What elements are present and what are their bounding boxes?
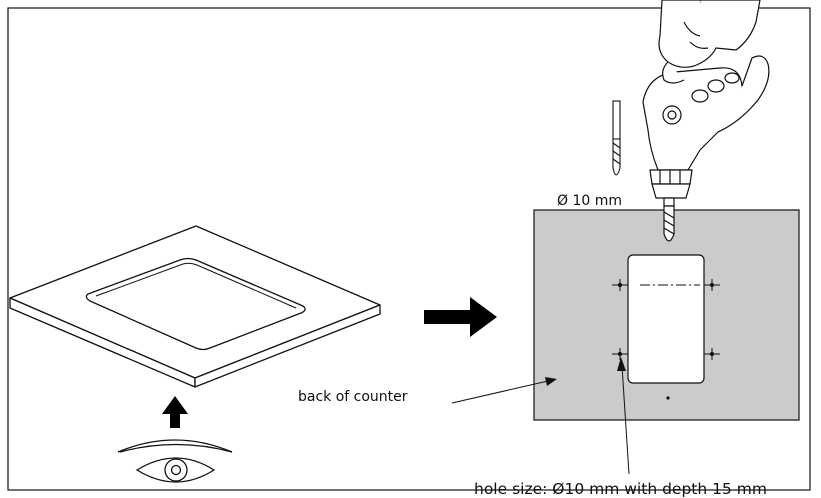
hole-size-label: hole size: Ø10 mm with depth 15 mm bbox=[474, 480, 767, 498]
hand-icon bbox=[658, 0, 761, 84]
eye-icon bbox=[117, 439, 233, 483]
up-arrow-icon bbox=[162, 396, 188, 428]
drill-bit-icon bbox=[612, 100, 621, 176]
drill-icon bbox=[642, 55, 770, 242]
diagram-frame bbox=[7, 7, 811, 491]
hole-markers bbox=[612, 279, 720, 360]
cutout-opening bbox=[627, 254, 705, 384]
hole-marker-bottom-left bbox=[612, 348, 628, 360]
center-dot bbox=[666, 396, 670, 400]
hole-marker-bottom-right bbox=[704, 348, 720, 360]
drill-size-label: Ø 10 mm bbox=[557, 193, 622, 209]
back-of-counter-leader bbox=[451, 377, 557, 404]
back-of-counter-label: back of counter bbox=[298, 389, 408, 405]
frame-plate bbox=[9, 225, 381, 388]
right-arrow-icon bbox=[424, 297, 497, 337]
hole-marker-top-right bbox=[704, 279, 720, 291]
hole-size-leader bbox=[617, 357, 630, 475]
hole-marker-top-left bbox=[612, 279, 628, 291]
